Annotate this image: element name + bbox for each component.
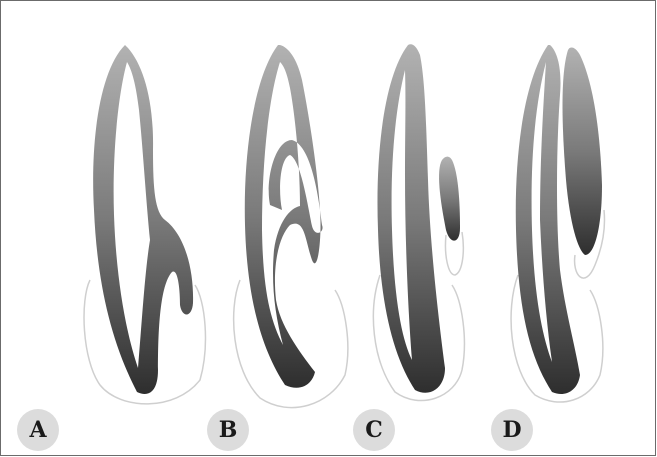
tooth-c-lateral-root xyxy=(439,157,460,241)
tooth-d xyxy=(511,45,604,402)
tooth-b xyxy=(234,45,348,408)
panel-label-b: B xyxy=(207,409,249,451)
tooth-c xyxy=(373,44,464,400)
panel-label-d: D xyxy=(491,409,533,451)
tooth-b-root xyxy=(245,45,323,388)
tooth-a xyxy=(84,45,205,404)
tooth-d-root-side xyxy=(563,47,603,255)
tooth-c-root xyxy=(377,44,445,392)
panel-label-a: A xyxy=(17,409,59,451)
tooth-a-root xyxy=(93,45,193,394)
panel-label-c: C xyxy=(353,409,395,451)
